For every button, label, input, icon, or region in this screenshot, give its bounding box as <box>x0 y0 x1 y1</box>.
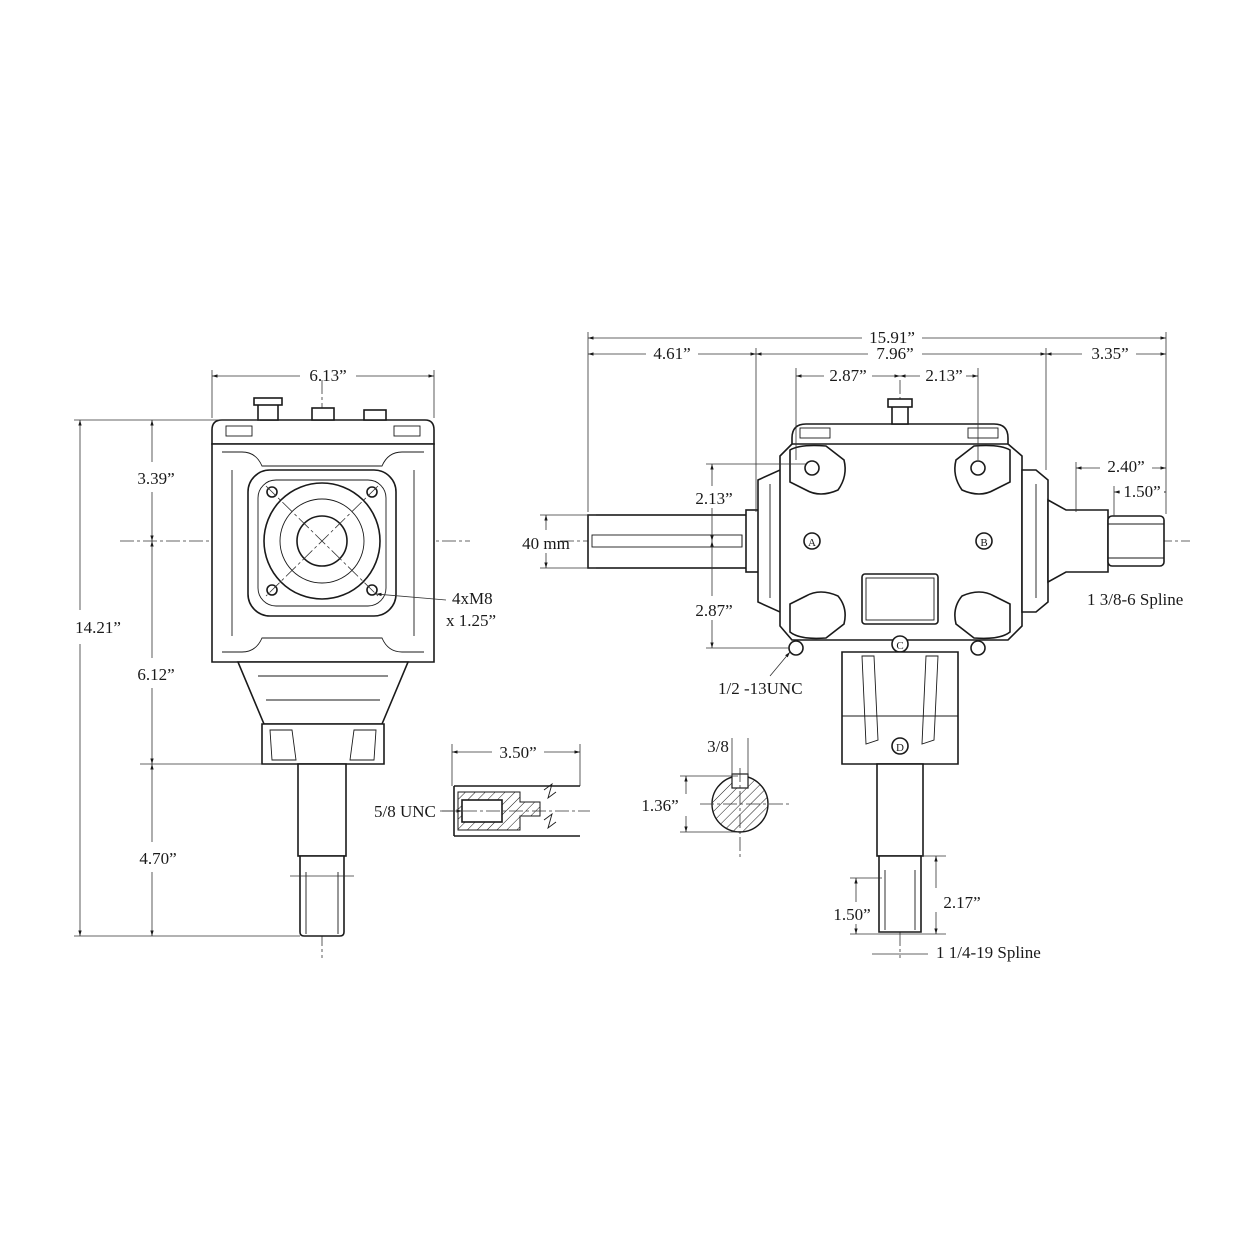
front-square-flange-inner <box>257 479 387 607</box>
key-width-label: 3/8 <box>707 737 729 756</box>
front-bolt-leader <box>375 592 447 601</box>
front-bolt-diagonal <box>265 485 379 597</box>
front-top-boss-right <box>363 409 387 421</box>
side-mount-lobe <box>789 591 846 640</box>
front-width-label: 6.13” <box>309 366 346 385</box>
side-overall-label: 15.91” <box>869 328 915 347</box>
detail-break-mark <box>543 782 557 800</box>
front-lower-taper <box>236 661 410 725</box>
side-lower-hole-label: 2.87” <box>695 601 732 620</box>
side-mount-hole <box>970 460 986 476</box>
side-thread-note: 1/2 -13UNC <box>718 679 803 698</box>
front-top-height-label: 3.39” <box>137 469 174 488</box>
side-housing-length-label: 7.96” <box>876 344 913 363</box>
side-vent-plug <box>891 405 909 425</box>
front-housing-rib-top <box>222 451 424 467</box>
key-dia-label: 1.36” <box>641 796 678 815</box>
side-bottom-shaft <box>876 763 924 857</box>
front-top-lid <box>211 419 435 445</box>
side-view: A B C D 15.91” 4.61” <box>522 328 1190 962</box>
front-output-spline <box>299 855 345 937</box>
shaft-end-detail: 3.50” 5/8 UNC <box>374 743 590 837</box>
side-spline-tip-label: 1.50” <box>1123 482 1160 501</box>
side-left-hole-label: 2.87” <box>829 366 866 385</box>
side-mount-hole <box>970 640 986 656</box>
side-spline-note: 1 3/8-6 Spline <box>1087 590 1183 609</box>
side-output-spline <box>1107 515 1165 567</box>
side-right-hole-label: 2.13” <box>925 366 962 385</box>
side-vent-cap <box>887 398 913 408</box>
side-lid-slot <box>967 427 999 439</box>
side-port-d-icon <box>891 737 909 755</box>
side-lower-body <box>841 651 959 765</box>
side-input-shaft <box>587 514 757 569</box>
side-port-d-label: D <box>896 742 904 754</box>
side-lower-rib <box>921 655 939 745</box>
side-bottom-spline-note: 1 1/4-19 Spline <box>936 943 1041 962</box>
side-output-flange <box>1021 469 1049 613</box>
side-port-a-icon <box>803 532 821 550</box>
side-input-length-label: 4.61” <box>653 344 690 363</box>
front-square-flange <box>247 469 397 617</box>
side-upper-hole-label: 2.13” <box>695 489 732 508</box>
front-vent-plug <box>257 403 279 421</box>
detail-length-label: 3.50” <box>499 743 536 762</box>
detail-thread-note: 5/8 UNC <box>374 802 436 821</box>
detail-break-mark <box>543 812 557 830</box>
side-port-b-label: B <box>980 537 987 549</box>
front-bolt-note-line2: x 1.25” <box>446 611 496 630</box>
side-port-a-label: A <box>808 537 816 549</box>
front-housing-rib-bottom <box>222 637 424 653</box>
front-overall-height-label: 14.21” <box>75 618 121 637</box>
side-mount-hole <box>788 640 804 656</box>
key-section-detail: 3/8 1.36” <box>641 737 790 860</box>
side-output-length-label: 3.35” <box>1091 344 1128 363</box>
front-lid-slot-left <box>225 425 253 437</box>
front-bolt-note-line1: 4xM8 <box>452 589 493 608</box>
side-lid-slot <box>799 427 831 439</box>
side-shaft-dia-label: 40 mm <box>522 534 570 553</box>
side-mount-hole <box>804 460 820 476</box>
side-output-neck <box>1047 498 1109 584</box>
side-port-c-label: C <box>896 640 903 652</box>
front-top-boss <box>311 407 335 421</box>
side-bottom-spline-len-label: 1.50” <box>833 905 870 924</box>
side-lower-rib <box>861 655 879 745</box>
front-boss-ear <box>269 729 297 761</box>
side-bottom-spline <box>878 855 922 933</box>
front-flange-bore <box>296 515 348 567</box>
side-thread-leader <box>769 651 791 677</box>
front-output-shaft <box>297 763 347 857</box>
front-mid-height-label: 6.12” <box>137 665 174 684</box>
front-vent-cap <box>253 397 283 406</box>
front-lid-slot-right <box>393 425 421 437</box>
side-mount-lobe <box>954 591 1011 640</box>
front-flange-bore-outer <box>279 498 365 584</box>
side-port-b-icon <box>975 532 993 550</box>
front-boss-ear <box>349 729 377 761</box>
front-shaft-length-label: 4.70” <box>139 849 176 868</box>
side-name-plate-inner <box>865 577 935 621</box>
side-name-plate <box>861 573 939 625</box>
front-flange-pilot <box>263 482 381 600</box>
front-view: 6.13” 14.21” 3.39” 6.12” 4.70” 4xM8 x 1.… <box>74 366 496 958</box>
side-spline-length-label: 2.40” <box>1107 457 1144 476</box>
side-bottom-spline-total-label: 2.17” <box>943 893 980 912</box>
